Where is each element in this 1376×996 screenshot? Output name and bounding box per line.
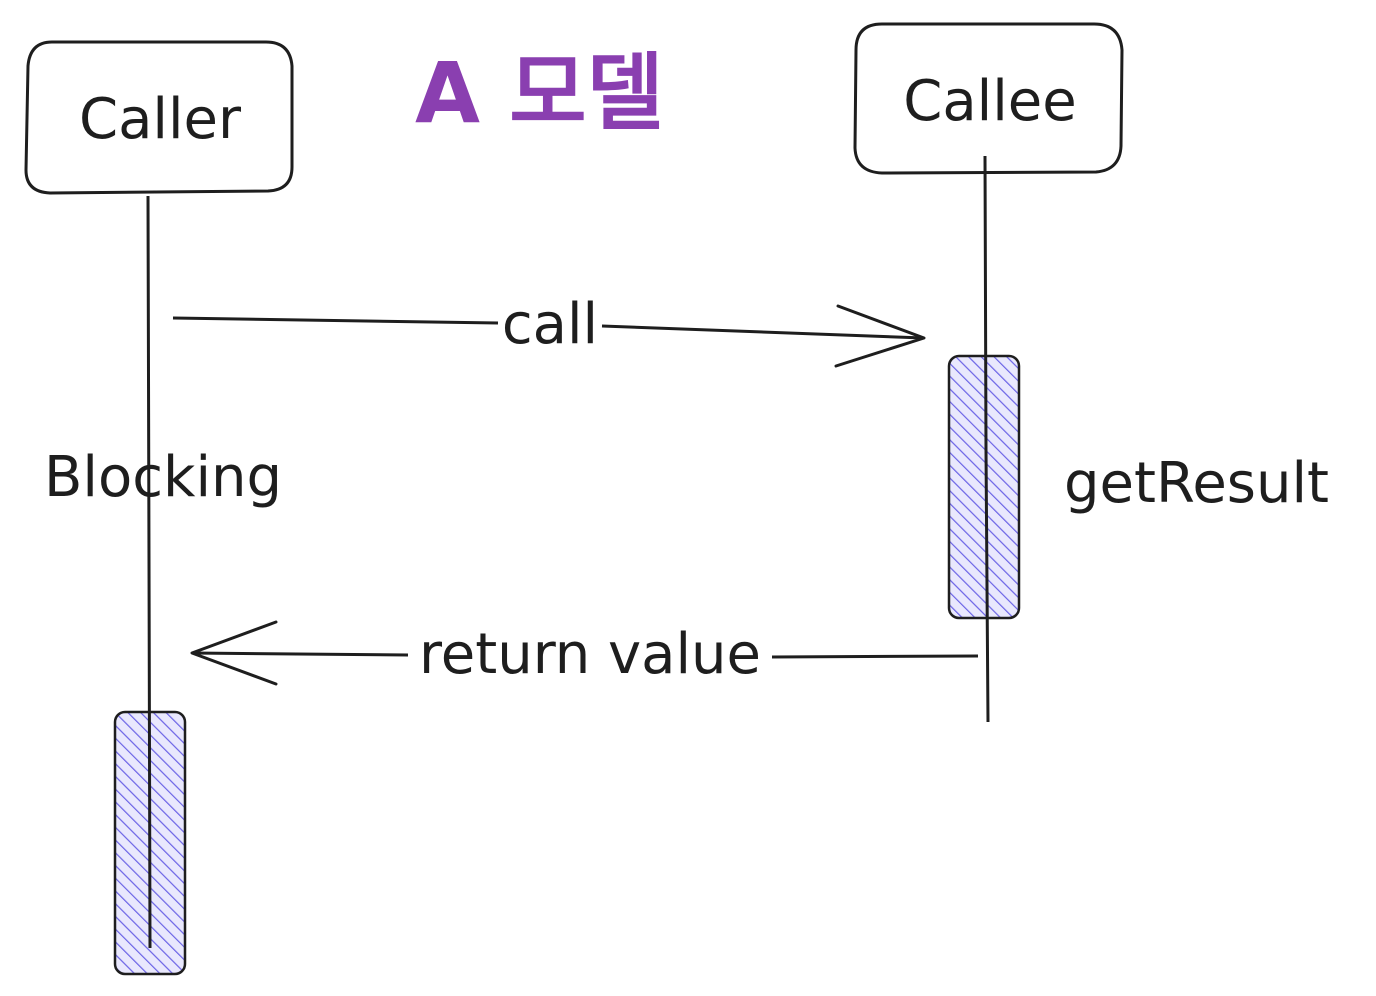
return-arrow-line-right (771, 654, 979, 659)
get-result-note: getResult (1064, 451, 1329, 516)
call-arrow-line-right (601, 324, 925, 340)
callee-label: Callee (903, 69, 1076, 134)
caller-lifeline (146, 195, 152, 949)
participant-caller: Caller (24, 40, 294, 195)
callee-box (853, 22, 1124, 175)
diagram-title: A 모델 (415, 44, 664, 142)
blocking-note: Blocking (44, 445, 282, 510)
callee-activation-bar (947, 354, 1021, 620)
call-message: call (172, 292, 926, 368)
return-message: return value (190, 620, 979, 687)
callee-lifeline (983, 155, 990, 723)
call-label: call (502, 292, 598, 357)
call-arrow-line-left (172, 316, 499, 325)
participant-callee: Callee (853, 22, 1124, 175)
caller-label: Caller (79, 87, 242, 152)
return-arrow-line-left (191, 651, 409, 657)
return-arrowhead (190, 620, 278, 686)
caller-box (24, 40, 294, 195)
return-value-label: return value (419, 622, 761, 687)
call-arrowhead (834, 304, 926, 368)
